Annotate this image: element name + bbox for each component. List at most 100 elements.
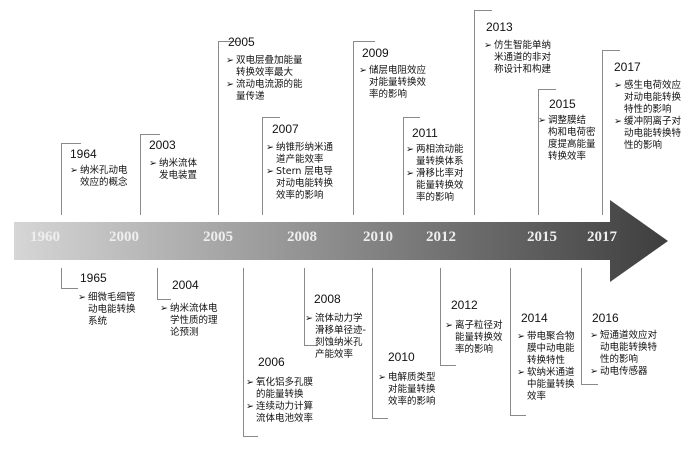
arrow-bullet-icon: ➢: [406, 168, 414, 179]
connector-tick-1964: [61, 143, 81, 144]
connector-tick-2010: [372, 418, 388, 419]
arrow-bullet-icon: ➢: [246, 401, 254, 412]
event-item-text: Stern 层电导 对动电能转换 效率的影响: [276, 166, 334, 201]
event-items-2006: ➢氧化铝多孔膜 的能量转换➢连续动力计算 流体电池效率: [246, 377, 313, 425]
event-item-text: 软纳米通道 中能量转换 效率: [527, 367, 575, 402]
event-year-2014: 2014: [521, 311, 548, 325]
arrow-bullet-icon: ➢: [70, 165, 78, 176]
event-item-text: 纳米流体 发电装置: [159, 158, 198, 181]
connector-line-2006: [243, 268, 244, 436]
axis-year-2005: 2005: [203, 229, 233, 245]
event-item-text: 带电聚合物 膜中动电能 转换特性: [527, 331, 575, 366]
connector-line-2014: [510, 268, 511, 415]
connector-line-2017: [602, 50, 603, 215]
event-items-2015: ➢调整膜结 构和电荷密 度提高能量 转换效率: [538, 115, 596, 163]
event-year-2009: 2009: [362, 46, 389, 60]
event-items-2011: ➢两相流动能 量转换体系➢滑移比率对 能量转换效 率的影响: [406, 144, 464, 204]
arrow-bullet-icon: ➢: [590, 330, 598, 341]
connector-line-2003: [140, 134, 141, 215]
event-item-text: 离子粒径对 能量转换效 率的影响: [455, 320, 503, 355]
event-year-2003: 2003: [149, 138, 176, 152]
event-items-2017: ➢感生电荷效应 对动电能转换 特性的影响➢缓冲阴离子对 动电能转换特 性的影响: [614, 80, 681, 152]
event-item: ➢两相流动能 量转换体系: [406, 144, 464, 168]
connector-tick-2015: [538, 89, 556, 90]
arrow-bullet-icon: ➢: [266, 142, 274, 153]
event-year-2004: 2004: [172, 278, 199, 292]
connector-line-2016: [581, 268, 582, 384]
event-item-text: 纳米孔动电 效应的概念: [80, 165, 128, 188]
event-items-2007: ➢纳锥形纳米通 道产能效率➢Stern 层电导 对动电能转换 效率的影响: [266, 142, 333, 202]
arrow-bullet-icon: ➢: [78, 292, 86, 303]
connector-line-2005: [218, 41, 219, 215]
event-item: ➢感生电荷效应 对动电能转换 特性的影响: [614, 80, 681, 116]
event-item-text: 双电层叠加能量 转换效率最大: [236, 55, 303, 78]
event-item-text: 短通道效应对 动电能转换特 性的影响: [600, 330, 658, 365]
event-item-text: 滑移比率对 能量转换效 率的影响: [416, 168, 464, 203]
arrow-bullet-icon: ➢: [226, 79, 234, 90]
event-item: ➢动电传感器: [590, 366, 657, 378]
connector-tick-1965: [61, 288, 78, 289]
connector-tick-2012: [440, 365, 456, 366]
arrow-bullet-icon: ➢: [359, 65, 367, 76]
event-item-text: 连续动力计算 流体电池效率: [256, 401, 314, 424]
event-item-text: 调整膜结 构和电荷密 度提高能量 转换效率: [548, 115, 596, 162]
event-year-2012: 2012: [451, 298, 478, 312]
event-item-text: 储层电阻效应 对能量转换效 率的影响: [369, 65, 427, 100]
event-item: ➢流体动力学 滑移单径迹- 刻蚀纳米孔 产能效率: [305, 313, 366, 361]
connector-tick-2004: [157, 299, 171, 300]
event-items-2005: ➢双电层叠加能量 转换效率最大➢流动电流源的能 量传递: [226, 55, 303, 103]
connector-line-2007: [262, 117, 263, 215]
arrow-bullet-icon: ➢: [484, 40, 492, 51]
arrow-bullet-icon: ➢: [378, 372, 386, 383]
arrow-bullet-icon: ➢: [149, 158, 157, 169]
arrow-bullet-icon: ➢: [246, 377, 254, 388]
event-year-2006: 2006: [258, 355, 285, 369]
arrow-bullet-icon: ➢: [266, 166, 274, 177]
connector-tick-2016: [581, 384, 598, 385]
event-items-1965: ➢细微毛细管 动电能转换 系统: [78, 292, 136, 328]
event-item-text: 流动电流源的能 量传递: [236, 79, 303, 102]
connector-tick-2017: [602, 50, 620, 51]
arrow-bullet-icon: ➢: [517, 367, 525, 378]
event-year-2007: 2007: [272, 122, 299, 136]
arrow-bullet-icon: ➢: [305, 313, 313, 324]
arrow-bullet-icon: ➢: [226, 55, 234, 66]
connector-tick-2003: [140, 134, 160, 135]
event-year-2005: 2005: [228, 35, 255, 49]
connector-line-2013: [474, 10, 475, 215]
event-items-2016: ➢短通道效应对 动电能转换特 性的影响➢动电传感器: [590, 330, 657, 378]
connector-line-1964: [61, 143, 62, 215]
connector-tick-2006: [243, 436, 258, 437]
connector-line-2012: [440, 268, 441, 365]
event-item-text: 感生电荷效应 对动电能转换 特性的影响: [624, 80, 682, 115]
event-year-2013: 2013: [486, 20, 513, 34]
event-item-text: 电解质类型 对能量转换 效率的影响: [388, 372, 436, 407]
event-item: ➢离子粒径对 能量转换效 率的影响: [445, 320, 503, 356]
event-item-text: 仿生智能单纳 米通道的非对 称设计和构建: [494, 40, 552, 75]
axis-year-2008: 2008: [287, 229, 317, 245]
event-item: ➢缓冲阴离子对 动电能转换特 性的影响: [614, 116, 681, 152]
connector-tick-2013: [474, 10, 492, 11]
event-items-2003: ➢纳米流体 发电装置: [149, 158, 197, 182]
event-items-2013: ➢仿生智能单纳 米通道的非对 称设计和构建: [484, 40, 551, 76]
axis-year-2000: 2000: [109, 229, 139, 245]
event-item-text: 两相流动能 量转换体系: [416, 144, 464, 167]
connector-line-1965: [61, 268, 62, 288]
arrow-bullet-icon: ➢: [614, 80, 622, 91]
axis-year-2017: 2017: [587, 229, 617, 245]
axis-year-2012: 2012: [426, 229, 456, 245]
event-item: ➢软纳米通道 中能量转换 效率: [517, 367, 575, 403]
event-item: ➢Stern 层电导 对动电能转换 效率的影响: [266, 166, 333, 202]
event-item: ➢双电层叠加能量 转换效率最大: [226, 55, 303, 79]
arrow-bullet-icon: ➢: [406, 144, 414, 155]
connector-tick-2014: [510, 415, 526, 416]
event-item: ➢纳米流体电 学性质的理 论预测: [160, 303, 218, 339]
event-item: ➢细微毛细管 动电能转换 系统: [78, 292, 136, 328]
arrow-bullet-icon: ➢: [614, 116, 622, 127]
event-item: ➢纳米流体 发电装置: [149, 158, 197, 182]
event-year-2008: 2008: [314, 292, 341, 306]
event-items-2012: ➢离子粒径对 能量转换效 率的影响: [445, 320, 503, 356]
connector-line-2008: [304, 268, 305, 345]
connector-line-2010: [372, 268, 373, 418]
